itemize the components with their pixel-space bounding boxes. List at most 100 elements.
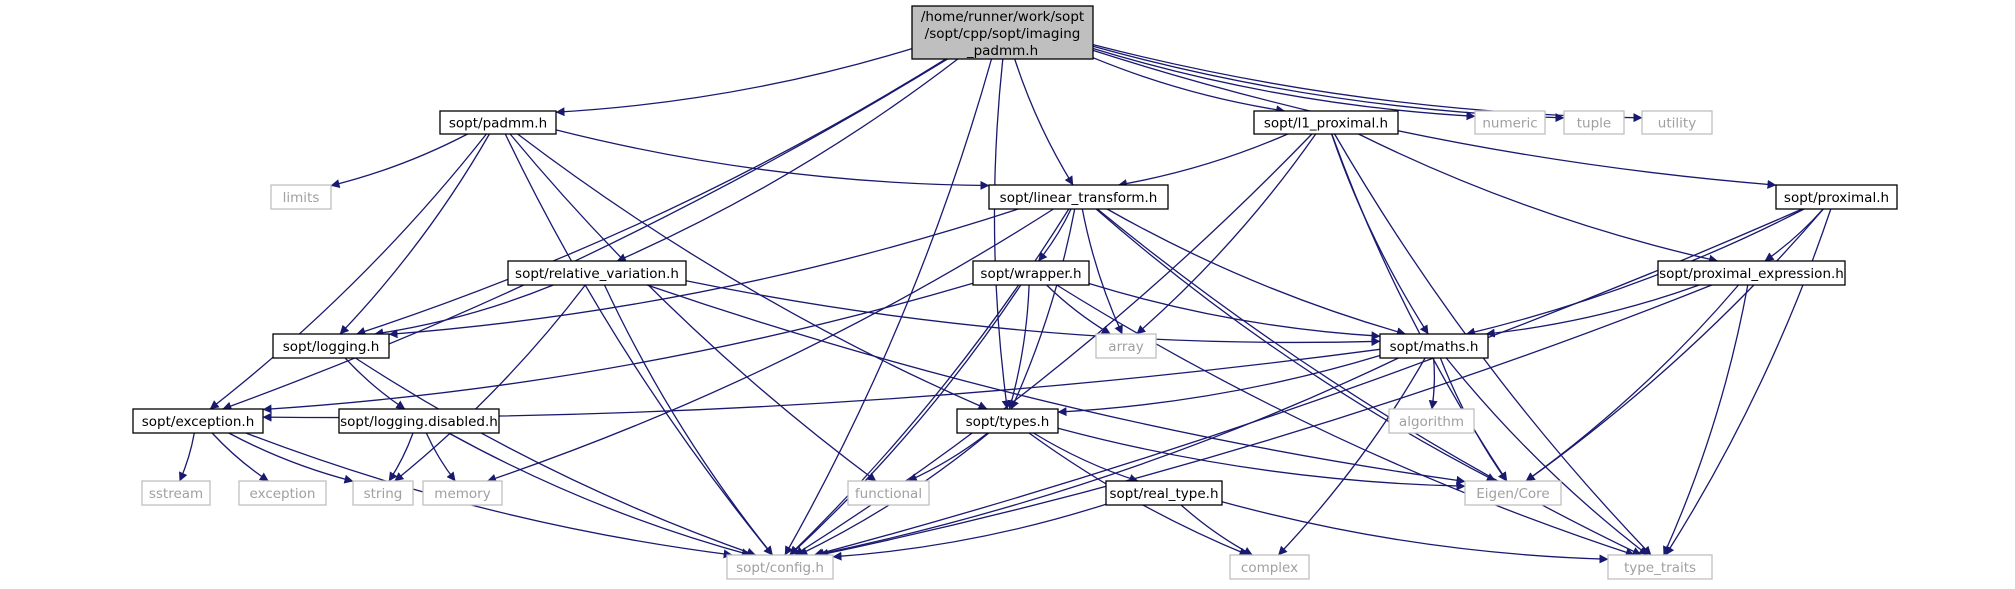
dependency-edge: [1665, 208, 1832, 556]
edge-logging_disabled-to-memory: [425, 432, 456, 482]
edge-maths-to-exception: [262, 348, 1381, 422]
edge-linear_transform-to-maths: [1106, 208, 1406, 336]
edge-maths-to-config: [815, 357, 1399, 558]
node-sstream: sstream: [141, 480, 211, 506]
edge-exception-to-config: [245, 432, 733, 559]
dependency-edge: [222, 58, 948, 411]
node-sopt-proximal[interactable]: sopt/proximal.h: [1775, 184, 1898, 210]
dependency-edge: [245, 432, 733, 559]
dependency-edge: [555, 129, 990, 190]
node-label: tuple: [1577, 116, 1611, 132]
dependency-edge: [1092, 47, 1476, 121]
node-sopt-l1-proximal[interactable]: sopt/l1_proximal.h: [1253, 110, 1399, 135]
edge-relative_variation-to-maths: [685, 280, 1381, 347]
node-sopt-logging[interactable]: sopt/logging.h: [272, 333, 390, 359]
dependency-edge: [1088, 282, 1381, 341]
edge-exception-to-string: [228, 432, 354, 484]
node-label: numeric: [1482, 116, 1537, 132]
node-numeric: numeric: [1474, 110, 1546, 135]
node-label: sopt/wrapper.h: [980, 266, 1081, 282]
dependency-edge: [1106, 208, 1406, 336]
node-sopt-proximal-expression[interactable]: sopt/proximal_expression.h: [1657, 260, 1846, 286]
dependency-edge: [1014, 58, 1074, 186]
edge-real_type-to-complex: [1180, 504, 1253, 556]
node-sopt-real-type[interactable]: sopt/real_type.h: [1105, 480, 1223, 506]
dependency-edge: [1057, 354, 1381, 417]
edge-linear_transform-to-wrapper: [1037, 208, 1072, 262]
root-file-node[interactable]: /home/runner/work/sopt /sopt/cpp/sopt/im…: [911, 5, 1094, 60]
dependency-edge: [813, 208, 1803, 558]
edge-types-to-eigen_core: [1057, 427, 1466, 491]
node-string: string: [352, 480, 414, 506]
node-sopt-exception[interactable]: sopt/exception.h: [132, 408, 264, 434]
node-label: sstream: [149, 486, 203, 502]
edge-proximal_expression-to-maths: [1485, 284, 1700, 338]
dependency-edge: [1330, 133, 1429, 335]
dependency-edge: [1485, 284, 1700, 338]
dependency-edge: [1277, 357, 1426, 556]
dependency-edge: [1046, 284, 1111, 335]
node-label: sopt/proximal_expression.h: [1659, 266, 1844, 282]
node-label: algorithm: [1399, 414, 1464, 430]
node-sopt-wrapper[interactable]: sopt/wrapper.h: [972, 260, 1090, 286]
dependency-edge: [555, 47, 913, 117]
node-label: sopt/relative_variation.h: [515, 266, 679, 282]
dependency-edge: [262, 348, 1381, 422]
node-label: sopt/padmm.h: [449, 116, 547, 132]
dependency-edge: [262, 282, 974, 414]
edge-padmm-to-functional: [509, 133, 877, 482]
dependency-edge: [1010, 208, 1076, 410]
node-sopt-types[interactable]: sopt/types.h: [956, 408, 1059, 434]
dependency-edge: [1095, 208, 1496, 482]
dependency-edge: [819, 284, 1713, 558]
dependency-edge: [1033, 432, 1139, 483]
edge-root-to-exception: [222, 58, 948, 411]
edge-proximal-to-eigen_core: [1525, 208, 1824, 482]
node-sopt-padmm[interactable]: sopt/padmm.h: [439, 110, 557, 135]
header-nodes: /home/runner/work/sopt /sopt/cpp/sopt/im…: [132, 5, 1898, 580]
node-sopt-logging-disabled[interactable]: sopt/logging.disabled.h: [338, 408, 500, 434]
dependency-edge: [1525, 284, 1739, 482]
dependency-edge: [993, 58, 1011, 410]
node-label: string: [364, 486, 403, 502]
node-label: sopt/types.h: [966, 414, 1050, 430]
edge-linear_transform-to-type_traits: [1096, 208, 1642, 556]
edge-relative_variation-to-string: [394, 284, 586, 482]
dependency-edge: [1092, 45, 1565, 123]
node-eigen-core: Eigen/Core: [1464, 480, 1562, 506]
edge-exception-to-sstream: [179, 432, 195, 482]
node-sopt-linear-transform[interactable]: sopt/linear_transform.h: [988, 184, 1169, 210]
edge-root-to-l1_proximal: [1092, 57, 1286, 115]
edge-proximal-to-proximal_expression: [1764, 208, 1824, 262]
edge-root-to-numeric: [1092, 47, 1476, 121]
dependency-edge: [1428, 357, 1438, 410]
edge-proximal-to-type_traits: [1665, 208, 1832, 556]
node-functional: functional: [847, 480, 930, 506]
edge-maths-to-types: [1057, 354, 1381, 417]
dependency-edge: [789, 284, 1022, 556]
edge-root-to-types: [993, 58, 1011, 410]
node-array: array: [1095, 333, 1157, 359]
node-label: exception: [250, 486, 316, 502]
node-label: array: [1108, 339, 1143, 355]
dependency-edge: [179, 432, 195, 482]
dependency-edge: [1096, 208, 1642, 556]
node-type-traits: type_traits: [1607, 554, 1713, 580]
dependency-edge: [1092, 57, 1286, 115]
dependency-edge: [209, 133, 487, 410]
node-label: sopt/proximal.h: [1784, 190, 1889, 206]
dependency-edge: [487, 208, 1054, 483]
edge-linear_transform-to-logging: [388, 208, 1019, 339]
node-utility: utility: [1641, 110, 1713, 135]
dependency-edge: [1136, 133, 1317, 335]
edge-proximal_expression-to-config: [819, 284, 1713, 558]
node-sopt-relative-variation[interactable]: sopt/relative_variation.h: [507, 260, 687, 286]
dependency-edge: [355, 357, 757, 557]
edge-padmm-to-config: [504, 133, 773, 556]
node-sopt-maths[interactable]: sopt/maths.h: [1379, 333, 1489, 359]
edge-proximal-to-config: [813, 208, 1803, 558]
dependency-edge: [388, 432, 414, 482]
edge-wrapper-to-maths: [1088, 282, 1381, 341]
dependency-edge: [1056, 284, 1635, 557]
edge-maths-to-complex: [1277, 357, 1426, 556]
